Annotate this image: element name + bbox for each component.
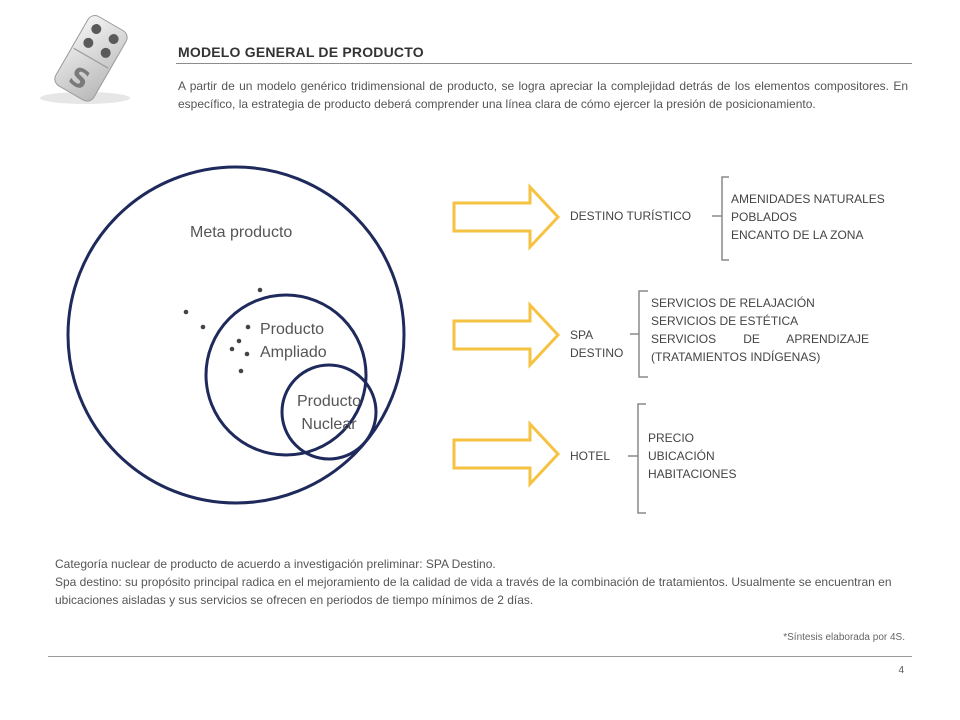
scatter-dots: [183, 287, 263, 374]
footer-note-line2: Spa destino: su propósito principal radi…: [55, 575, 892, 607]
category-items-hotel: PRECIO UBICACIÓN HABITACIONES: [648, 429, 736, 483]
list-item: PRECIO: [648, 431, 695, 445]
page-title: MODELO GENERAL DE PRODUCTO: [178, 44, 424, 60]
title-divider: [176, 63, 912, 64]
list-item: SERVICIOS DE APRENDIZAJE: [651, 332, 869, 346]
list-item: ENCANTO DE LA ZONA: [731, 228, 864, 242]
bracket-destino-turistico: [712, 176, 729, 261]
footer-note: Categoría nuclear de producto de acuerdo…: [55, 555, 915, 609]
arrow-hotel: [452, 420, 561, 488]
intro-paragraph: A partir de un modelo genérico tridimens…: [178, 79, 908, 111]
arrow-destino-turistico: [452, 183, 561, 251]
footer-note-line1: Categoría nuclear de producto de acuerdo…: [55, 557, 496, 571]
category-label-destino-turistico: DESTINO TURÍSTICO: [570, 207, 691, 225]
category-label-spa-destino: SPA DESTINO: [570, 326, 623, 362]
bracket-hotel: [628, 403, 646, 514]
page-number: 4: [898, 665, 904, 676]
category-label-hotel: HOTEL: [570, 447, 610, 465]
middle-circle-producto-ampliado: [204, 293, 368, 457]
inner-circle-label-line2: Nuclear: [301, 416, 357, 433]
category-label-line: SPA: [570, 328, 594, 342]
category-items-spa-destino: SERVICIOS DE RELAJACIÓN SERVICIOS DE EST…: [651, 294, 869, 366]
category-label-line: DESTINO: [570, 346, 624, 360]
inner-circle-label-line1: Producto: [297, 393, 361, 410]
middle-circle-label-line1: Producto: [260, 321, 324, 338]
bracket-spa-destino: [630, 290, 648, 378]
domino-logo-icon: S: [40, 15, 130, 104]
list-item: HABITACIONES: [648, 467, 737, 481]
bottom-divider: [48, 656, 912, 657]
middle-circle-label-line2: Ampliado: [260, 344, 327, 361]
list-item: SERVICIOS DE RELAJACIÓN: [651, 296, 815, 310]
category-items-destino-turistico: AMENIDADES NATURALES POBLADOS ENCANTO DE…: [731, 190, 885, 244]
synthesis-credit: *Síntesis elaborada por 4S.: [783, 632, 905, 643]
list-item: POBLADOS: [731, 210, 798, 224]
outer-circle-label: Meta producto: [190, 224, 292, 241]
inner-circle-producto-nuclear: [280, 363, 378, 461]
list-item: UBICACIÓN: [648, 449, 715, 463]
list-item: AMENIDADES NATURALES: [731, 192, 885, 206]
arrow-spa-destino: [452, 301, 561, 369]
list-item: SERVICIOS DE ESTÉTICA: [651, 314, 799, 328]
outer-circle-meta-producto: [66, 165, 406, 505]
product-model-diagram: Meta producto Producto Ampliado Producto…: [66, 165, 729, 514]
category-label-line: DESTINO TURÍSTICO: [570, 209, 692, 223]
category-label-line: HOTEL: [570, 449, 611, 463]
list-item: (TRATAMIENTOS INDÍGENAS): [651, 350, 821, 364]
